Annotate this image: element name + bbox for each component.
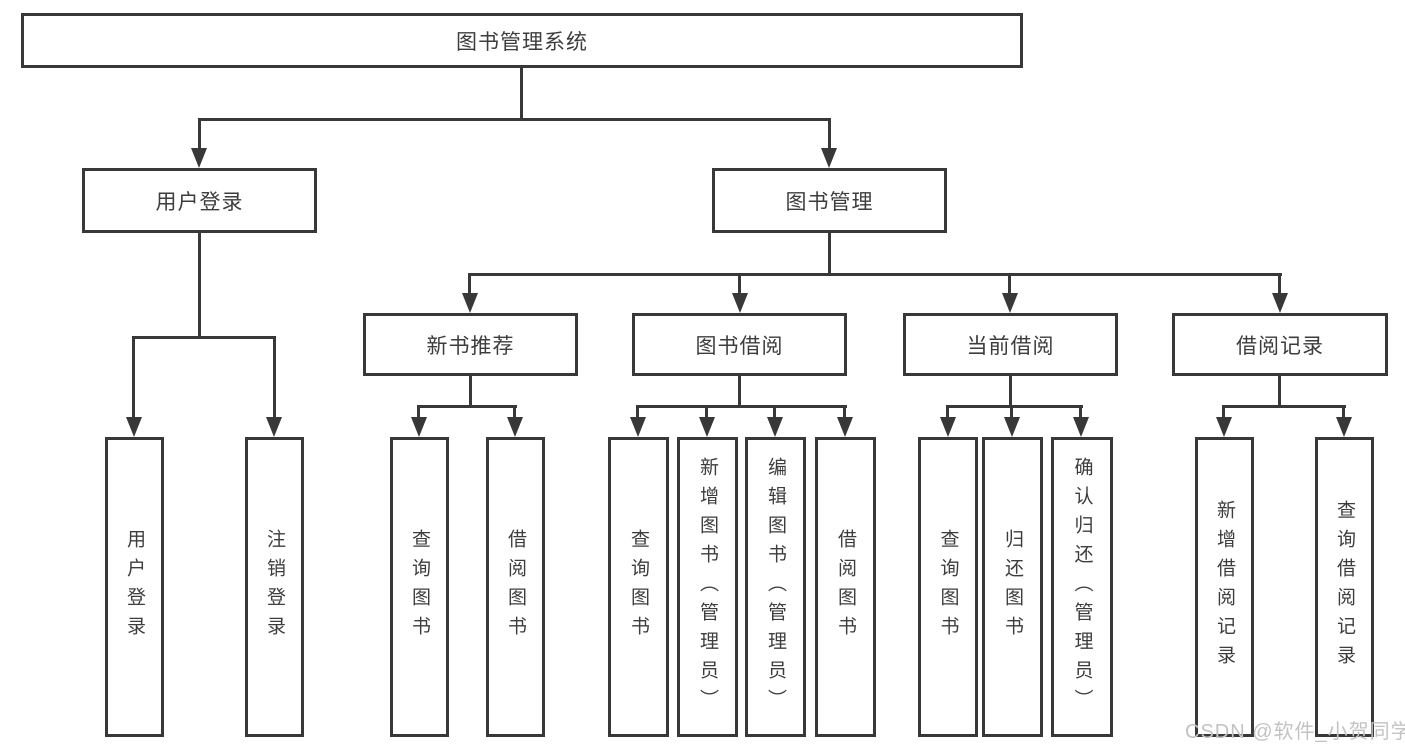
csdn-watermark: CSDN @软件_小贺同学 [1185, 721, 1405, 743]
connector-line [417, 405, 420, 419]
connector-line [198, 233, 201, 339]
connector-line [946, 405, 1083, 408]
arrow-down-icon [266, 417, 282, 437]
leaf-borrow-books-recommend: 借阅图书 [486, 437, 545, 737]
connector-line [198, 118, 831, 121]
leaf-query-books-current: 查询图书 [918, 437, 978, 737]
connector-line [1342, 405, 1345, 419]
node-book-management: 图书管理 [712, 168, 947, 233]
node-user-login: 用户登录 [82, 168, 317, 233]
arrow-down-icon [1336, 417, 1352, 437]
leaf-edit-book-admin: 编辑图书（管理员） [745, 437, 806, 737]
leaf-confirm-return-admin: 确认归还（管理员） [1051, 437, 1113, 737]
connector-line [468, 273, 471, 295]
connector-line [1010, 405, 1013, 419]
connector-line [520, 68, 523, 120]
arrow-down-icon [821, 148, 837, 168]
leaf-query-borrow-record: 查询借阅记录 [1315, 437, 1374, 737]
connector-line [132, 336, 276, 339]
connector-line [132, 336, 135, 419]
node-label: 新增借阅记录 [1214, 500, 1235, 674]
arrow-down-icon [837, 417, 853, 437]
leaf-return-books: 归还图书 [982, 437, 1043, 737]
node-label: 注销登录 [264, 529, 285, 645]
connector-line [1008, 273, 1011, 295]
leaf-query-books-borrowing: 查询图书 [608, 437, 669, 737]
arrow-down-icon [462, 293, 478, 313]
arrow-down-icon [1272, 293, 1288, 313]
arrow-down-icon [767, 417, 783, 437]
arrow-down-icon [1073, 417, 1089, 437]
node-label: 图书管理 [785, 190, 874, 214]
leaf-user-login: 用户登录 [105, 437, 164, 737]
node-label: 查询图书 [628, 529, 649, 645]
connector-line [1009, 375, 1012, 408]
node-new-book-recommend: 新书推荐 [363, 313, 578, 376]
leaf-query-books-recommend: 查询图书 [390, 437, 449, 737]
arrow-down-icon [126, 417, 142, 437]
leaf-logout: 注销登录 [245, 437, 304, 737]
arrow-down-icon [940, 417, 956, 437]
connector-line [828, 233, 831, 276]
connector-line [468, 273, 1282, 276]
connector-line [636, 405, 847, 408]
node-label: 借阅图书 [835, 529, 856, 645]
node-label: 确认归还（管理员） [1071, 456, 1093, 718]
connector-line [1278, 375, 1281, 408]
node-label: 借阅记录 [1236, 334, 1324, 358]
node-label: 借阅图书 [505, 529, 526, 645]
node-label: 新增图书（管理员） [697, 456, 718, 718]
node-label: 查询图书 [409, 529, 430, 645]
arrow-down-icon [699, 417, 715, 437]
leaf-borrow-books: 借阅图书 [815, 437, 876, 737]
connector-line [1222, 405, 1346, 408]
node-book-borrowing: 图书借阅 [632, 313, 847, 376]
arrow-down-icon [630, 417, 646, 437]
node-label: 图书借阅 [695, 334, 784, 358]
node-label: 当前借阅 [966, 334, 1055, 358]
connector-line [273, 336, 276, 419]
connector-line [843, 405, 846, 419]
arrow-down-icon [1216, 417, 1232, 437]
connector-line [469, 375, 472, 408]
connector-line [738, 375, 741, 408]
arrow-down-icon [1004, 417, 1020, 437]
connector-line [1222, 405, 1225, 419]
node-label: 编辑图书（管理员） [765, 456, 786, 718]
node-label: 查询图书 [937, 529, 959, 645]
arrow-down-icon [507, 417, 523, 437]
leaf-add-book-admin: 新增图书（管理员） [677, 437, 738, 737]
node-borrowing-records: 借阅记录 [1172, 313, 1388, 376]
node-label: 查询借阅记录 [1334, 500, 1355, 674]
node-label: 用户登录 [155, 190, 244, 214]
connector-line [773, 405, 776, 419]
connector-line [738, 273, 741, 295]
connector-line [705, 405, 708, 419]
node-library-management-system: 图书管理系统 [21, 13, 1023, 68]
connector-line [1278, 273, 1281, 295]
arrow-down-icon [411, 417, 427, 437]
connector-line [513, 405, 516, 419]
connector-line [946, 405, 949, 419]
connector-line [828, 118, 831, 150]
node-label: 新书推荐 [426, 334, 515, 358]
arrow-down-icon [1002, 293, 1018, 313]
arrow-down-icon [191, 148, 207, 168]
connector-line [1079, 405, 1082, 419]
node-current-borrowing: 当前借阅 [903, 313, 1118, 376]
node-label: 归还图书 [1002, 529, 1023, 645]
node-label: 图书管理系统 [456, 30, 588, 54]
connector-line [198, 118, 201, 150]
node-label: 用户登录 [124, 529, 145, 645]
connector-line [417, 405, 517, 408]
leaf-add-borrow-record: 新增借阅记录 [1195, 437, 1254, 737]
arrow-down-icon [732, 293, 748, 313]
connector-line [636, 405, 639, 419]
